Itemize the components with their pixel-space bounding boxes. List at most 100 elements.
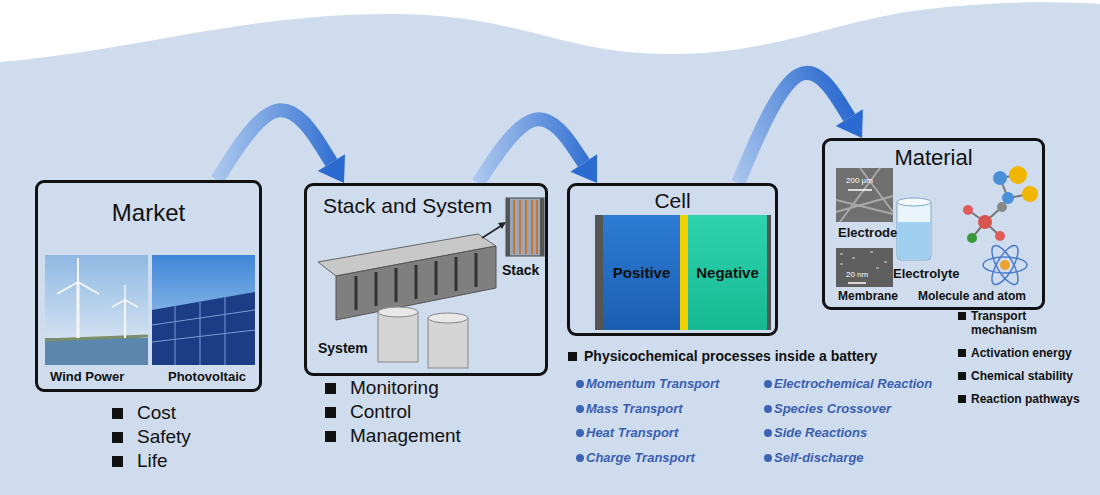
solar-panel [152, 292, 255, 365]
list-item: 20 nm [846, 270, 868, 280]
image-caption: Wind Power [50, 369, 124, 384]
sky [152, 255, 255, 365]
process-list: Self-discharge [774, 446, 864, 471]
list-item: Membrane [838, 289, 898, 303]
material-properties: Reaction pathways [971, 392, 1080, 406]
bullet-dot [764, 380, 772, 388]
process-list: Momentum TransportMass TransportHeat Tra… [576, 372, 719, 470]
flow-arrow [478, 119, 597, 183]
image-caption: Photovoltaic [168, 369, 246, 384]
system-illustration [318, 222, 506, 368]
arrow-head [318, 154, 345, 183]
list-item: Stack [502, 262, 539, 279]
part-label: Stack [502, 262, 539, 279]
list-item: Wind Power [50, 369, 124, 384]
list-item: Electrolyte [893, 266, 959, 281]
material-properties: Transport mechanismActivation energyChem… [958, 309, 1083, 415]
positive-electrode: Positive [603, 215, 680, 330]
bullet-dot [764, 405, 772, 413]
cell-slice [536, 200, 538, 254]
end-plate [595, 215, 603, 330]
arrow-shaft [738, 73, 849, 183]
material-illustrations [836, 166, 1038, 288]
atom-ball [978, 215, 992, 229]
part-label: Membrane [838, 289, 898, 303]
list-item: Cost [112, 401, 191, 425]
arrow-shaft [478, 119, 584, 183]
atom-ball [963, 205, 973, 215]
wind-power-photo [45, 255, 148, 365]
sea [45, 338, 148, 365]
list-item: Physicochemical processes inside a batte… [568, 348, 877, 365]
tank [428, 318, 468, 368]
bullet-dot [764, 454, 772, 462]
sphere [1002, 192, 1014, 204]
list-item: Activation energy [958, 346, 1083, 360]
list-item: 200 μm [846, 176, 873, 186]
list-item: Chemical stability [958, 369, 1083, 383]
list-item: Charge Transport [576, 446, 719, 471]
negative-electrode: Negative [688, 215, 767, 330]
beaker [897, 202, 931, 260]
system-tasks: Monitoring [350, 376, 439, 400]
process-list: Momentum Transport [586, 372, 719, 397]
list-item: Safety [112, 425, 191, 449]
list-item: Molecule and atom [918, 289, 1026, 303]
list-item: Monitoring [325, 376, 461, 400]
electrode-label: Negative [696, 264, 759, 281]
list-heading: Physicochemical processes inside a batte… [584, 348, 877, 365]
beaker-rim [897, 198, 931, 206]
market-criteria: Safety [137, 425, 191, 449]
sphere [993, 171, 1007, 185]
box-title: Material [894, 145, 972, 171]
bullet-dot [576, 429, 584, 437]
cell-slice [525, 200, 527, 254]
bullet-square [112, 432, 123, 443]
tank [378, 312, 418, 362]
end-plate [540, 198, 544, 256]
sphere [1009, 166, 1027, 184]
material-properties: Activation energy [971, 346, 1072, 360]
part-label: Molecule and atom [918, 289, 1026, 303]
bullet-dot [576, 405, 584, 413]
material-properties: Transport mechanism [971, 309, 1083, 337]
image-caption: Photovoltaic [168, 369, 246, 384]
list-item: Electrode [838, 225, 897, 240]
market-box: Market [35, 180, 262, 392]
bullet-square [325, 431, 336, 442]
list-item: Photovoltaic [168, 369, 246, 384]
atom-ball [997, 202, 1007, 212]
market-criteria: Life [137, 449, 168, 473]
list-item: Life [112, 449, 191, 473]
cell-slice [519, 200, 521, 254]
list-item: Heat Transport [576, 421, 719, 446]
bullet-square [958, 372, 966, 380]
atom-ball [995, 231, 1005, 241]
system-tasks: Control [350, 400, 411, 424]
scale-bar [848, 189, 872, 191]
pointer-head [498, 222, 506, 229]
list-item: Side Reactions [764, 421, 932, 446]
photovoltaic-photo [152, 255, 255, 365]
bullet-dot [576, 454, 584, 462]
list-item: Transport mechanism [958, 309, 1083, 337]
image-caption: Wind Power [50, 369, 124, 384]
electrolyte-liquid [898, 222, 930, 259]
part-label: Electrolyte [893, 266, 959, 281]
process-list: Heat Transport [586, 421, 678, 446]
part-label: Membrane [838, 289, 898, 303]
orbit [987, 242, 1023, 288]
part-label: Electrode [838, 225, 897, 240]
turbine-tower [77, 282, 80, 338]
list-item: Momentum Transport [576, 372, 719, 397]
electrode-label: Positive [613, 264, 671, 281]
scale-label: 20 nm [846, 270, 868, 280]
sky [45, 255, 148, 365]
membrane-micrograph [836, 248, 893, 287]
fibers [836, 168, 893, 222]
list-item: Reaction pathways [958, 392, 1083, 406]
stack-illustration [506, 198, 544, 256]
cell-illustration [595, 215, 771, 330]
process-list: Mass Transport [586, 397, 683, 422]
